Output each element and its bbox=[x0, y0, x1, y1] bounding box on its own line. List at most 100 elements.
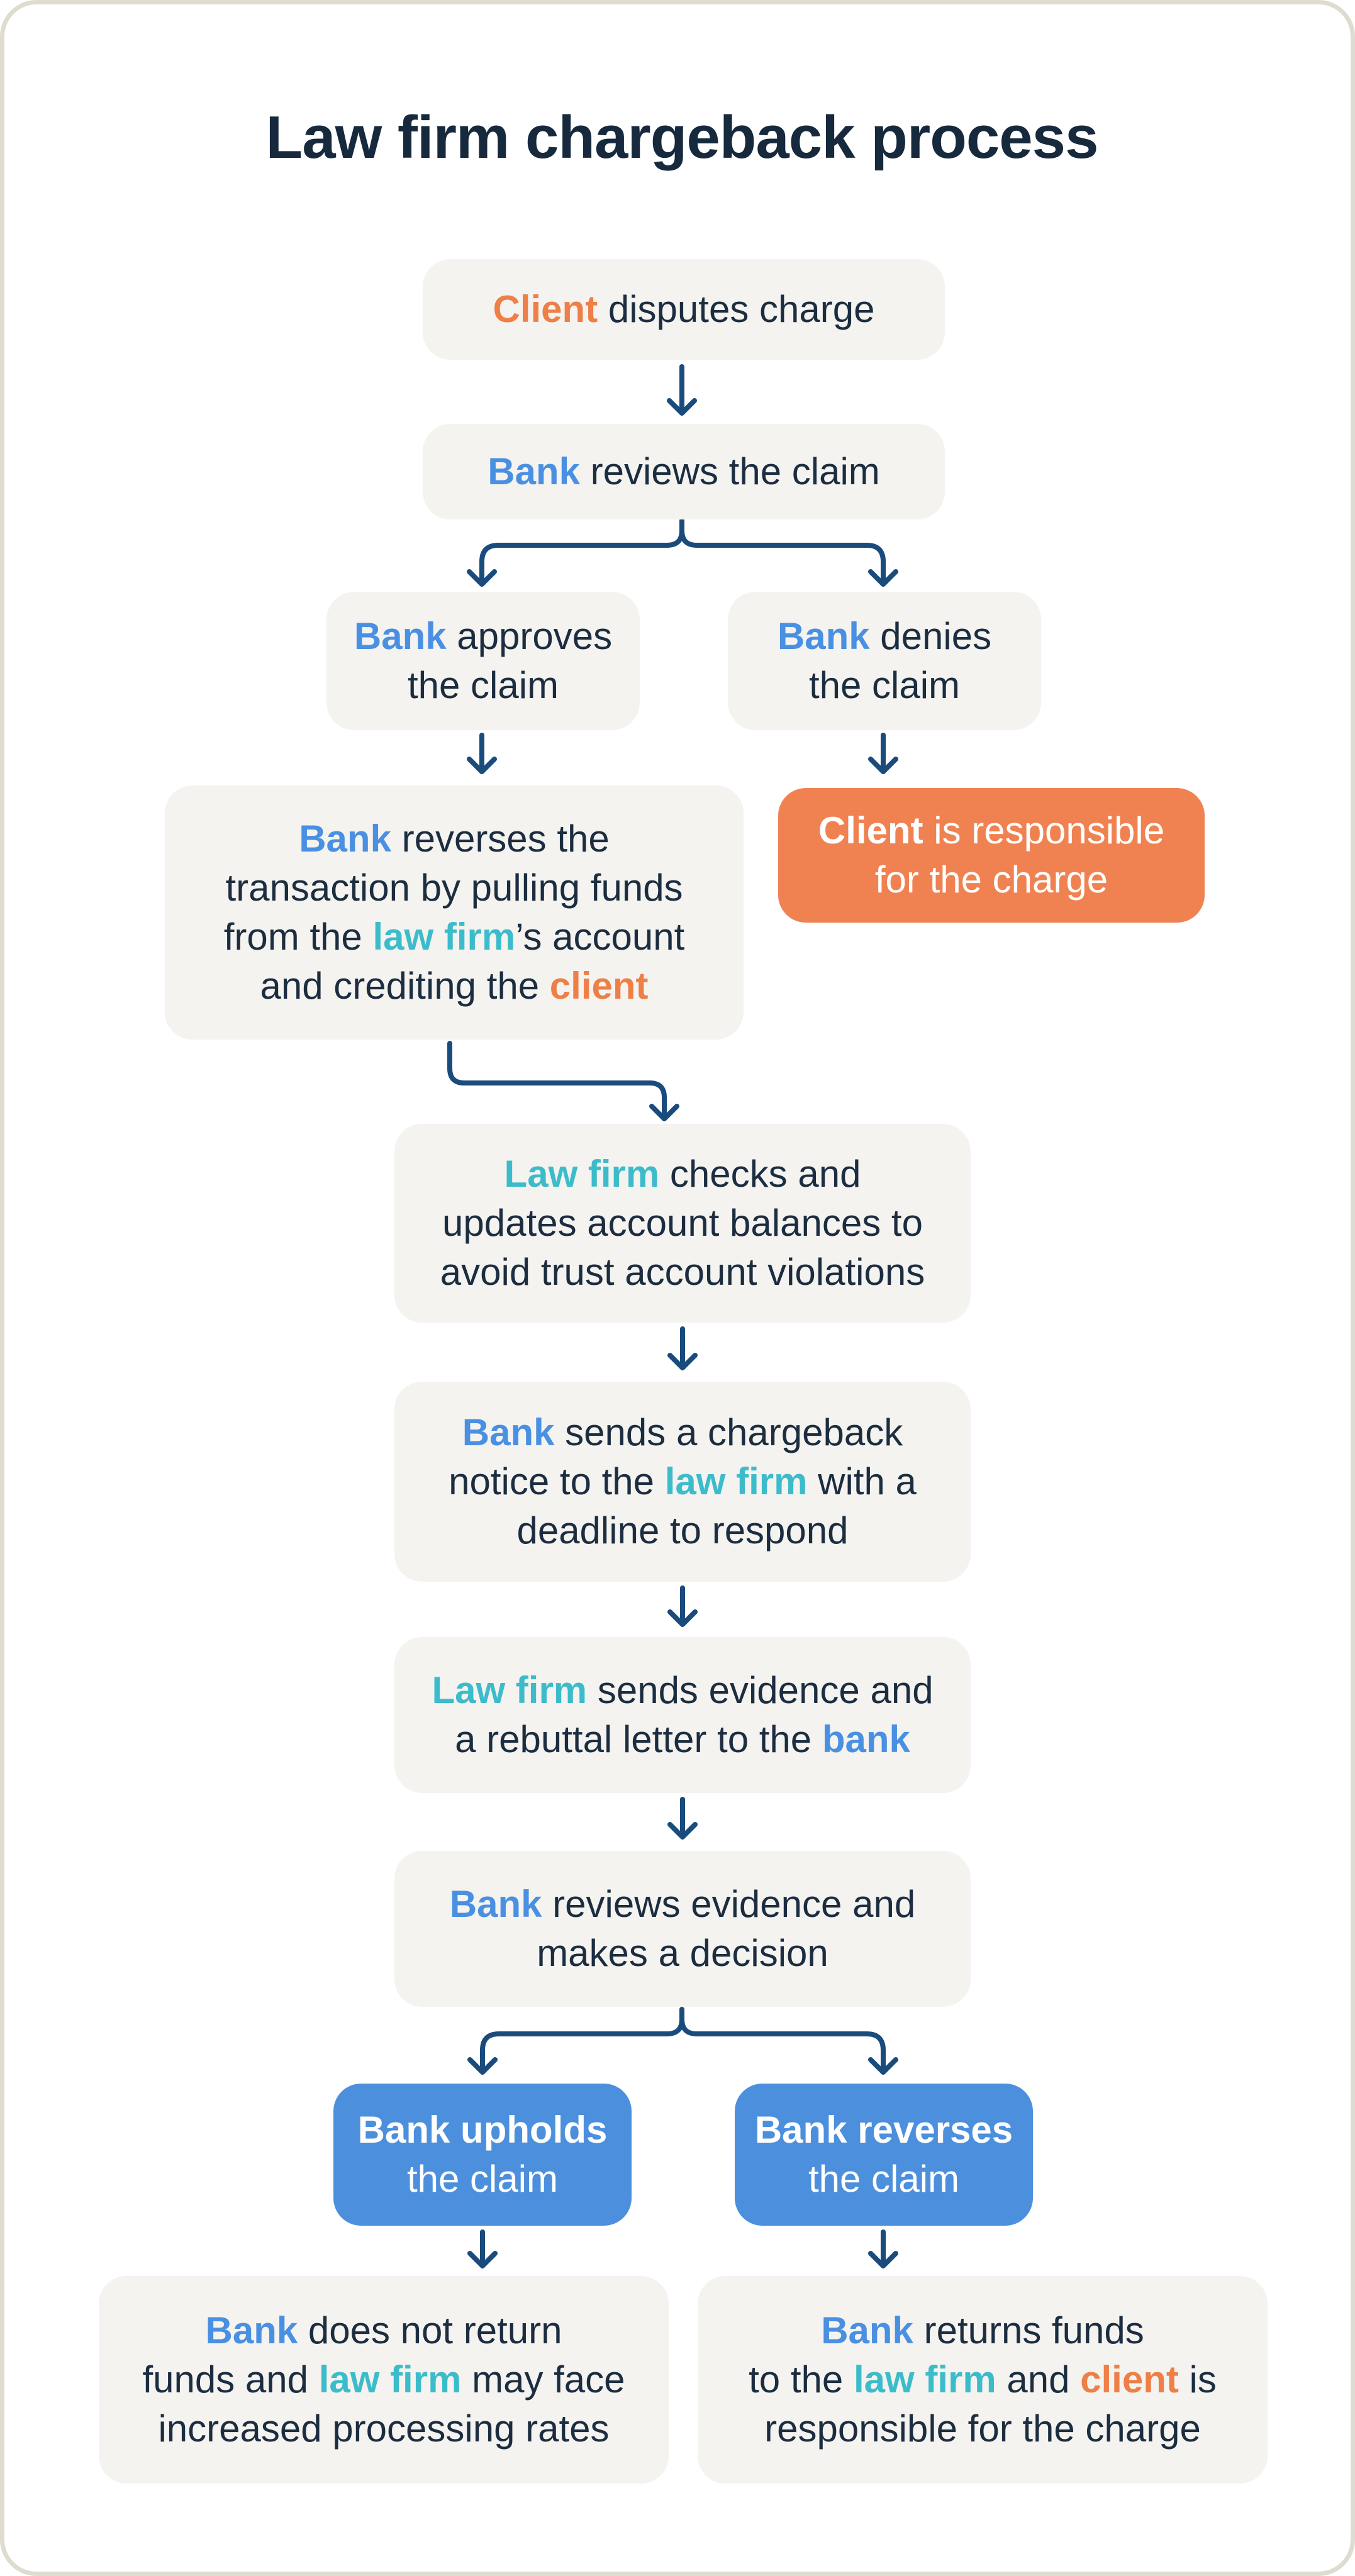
text-segment: law firm bbox=[318, 2358, 462, 2401]
text-segment: law firm bbox=[664, 1460, 808, 1502]
text-segment: funds and bbox=[142, 2358, 319, 2401]
arrow-down-upholds bbox=[467, 2229, 498, 2268]
flow-box-client-disputes: Client disputes charge bbox=[423, 259, 945, 360]
text-segment: denies bbox=[869, 615, 992, 657]
text-segment: notice to the bbox=[449, 1460, 665, 1502]
text-segment: is bbox=[1178, 2358, 1217, 2401]
fork-connector-top bbox=[467, 518, 898, 587]
text-segment: from the bbox=[223, 916, 373, 958]
text-line: the claim bbox=[407, 2155, 558, 2204]
arrow-down-4 bbox=[667, 1797, 698, 1840]
arrow-down-3 bbox=[667, 1585, 698, 1627]
text-line: for the charge bbox=[875, 855, 1108, 904]
text-segment: and bbox=[996, 2358, 1081, 2401]
text-segment: client bbox=[1080, 2358, 1179, 2401]
text-segment: responsible for the charge bbox=[764, 2407, 1201, 2450]
text-line: Law firm checks and bbox=[505, 1150, 861, 1199]
text-line: responsible for the charge bbox=[764, 2404, 1201, 2453]
text-line: increased processing rates bbox=[158, 2404, 609, 2453]
text-segment: sends a chargeback bbox=[554, 1411, 903, 1453]
text-segment: Law firm bbox=[432, 1669, 588, 1711]
text-segment: avoid trust account violations bbox=[440, 1251, 925, 1293]
text-segment: returns funds bbox=[913, 2309, 1144, 2351]
text-segment: may face bbox=[461, 2358, 625, 2401]
text-segment: the claim bbox=[808, 2158, 960, 2200]
text-segment: Client bbox=[493, 288, 598, 330]
text-line: the claim bbox=[808, 2155, 959, 2204]
text-line: Bank upholds bbox=[358, 2106, 608, 2155]
arrow-down-reverses bbox=[868, 2229, 898, 2268]
text-segment: Bank bbox=[777, 615, 870, 657]
text-segment: Bank bbox=[299, 818, 391, 860]
text-segment: Bank reverses bbox=[754, 2109, 1013, 2151]
text-segment: updates account balances to bbox=[442, 1202, 923, 1244]
text-segment: reviews the claim bbox=[579, 450, 880, 492]
text-line: Bank denies bbox=[778, 612, 991, 661]
text-segment: deadline to respond bbox=[516, 1509, 849, 1552]
text-line: notice to the law firm with a bbox=[449, 1457, 917, 1506]
text-line: makes a decision bbox=[537, 1929, 828, 1978]
text-segment: the claim bbox=[406, 2158, 559, 2200]
text-segment: sends evidence and bbox=[587, 1669, 934, 1711]
fork-connector-bottom bbox=[467, 2007, 898, 2075]
text-line: Bank reviews evidence and bbox=[450, 1880, 915, 1929]
arrow-down-deny bbox=[868, 733, 898, 774]
text-segment: law firm bbox=[853, 2358, 996, 2401]
text-line: Bank approves bbox=[354, 612, 612, 661]
text-segment: reviews evidence and bbox=[542, 1883, 916, 1925]
text-segment: makes a decision bbox=[537, 1932, 828, 1974]
text-segment: increased processing rates bbox=[158, 2407, 610, 2450]
text-segment: and crediting the bbox=[260, 965, 550, 1007]
text-segment: law firm bbox=[372, 916, 516, 958]
text-line: funds and law firm may face bbox=[142, 2355, 625, 2404]
text-segment: Bank bbox=[354, 615, 447, 657]
text-segment: the claim bbox=[808, 664, 961, 706]
text-line: Bank does not return bbox=[206, 2306, 562, 2355]
text-segment: Client bbox=[818, 809, 923, 852]
text-line: and crediting the client bbox=[260, 962, 648, 1011]
text-segment: reverses the bbox=[391, 818, 610, 860]
text-segment: a rebuttal letter to the bbox=[455, 1718, 822, 1760]
text-line: a rebuttal letter to the bank bbox=[455, 1715, 910, 1764]
text-segment: Bank bbox=[205, 2309, 298, 2351]
text-line: Bank reverses bbox=[755, 2106, 1013, 2155]
arrow-down-approve bbox=[467, 733, 497, 774]
text-line: to the law firm and client is bbox=[749, 2355, 1217, 2404]
text-segment: ’s account bbox=[515, 916, 685, 958]
arrow-down-2 bbox=[667, 1326, 698, 1370]
text-segment: transaction by pulling funds bbox=[225, 867, 683, 909]
text-line: Client disputes charge bbox=[493, 285, 875, 334]
text-line: Bank reviews the claim bbox=[488, 447, 880, 496]
text-line: Client is responsible bbox=[818, 806, 1164, 855]
page-title: Law firm chargeback process bbox=[265, 104, 1099, 171]
text-segment: Bank bbox=[488, 450, 580, 492]
text-segment: Bank bbox=[462, 1411, 555, 1453]
text-segment: with a bbox=[807, 1460, 917, 1502]
text-line: updates account balances to bbox=[442, 1199, 923, 1248]
text-segment: to the bbox=[749, 2358, 854, 2401]
text-segment: Bank bbox=[821, 2309, 913, 2351]
text-line: the claim bbox=[408, 661, 559, 710]
text-line: Law firm sends evidence and bbox=[432, 1666, 933, 1715]
text-segment: bank bbox=[822, 1718, 910, 1760]
text-segment: Law firm bbox=[504, 1153, 660, 1195]
flow-box-bank-reviews: Bank reviews the claim bbox=[423, 424, 945, 519]
flow-connectors bbox=[447, 364, 898, 2268]
text-segment: disputes charge bbox=[598, 288, 875, 330]
text-segment: is responsible bbox=[923, 809, 1165, 852]
text-line: from the law firm’s account bbox=[224, 913, 685, 962]
text-segment: approves bbox=[446, 615, 613, 657]
text-line: transaction by pulling funds bbox=[225, 863, 683, 913]
arrow-down-1 bbox=[667, 364, 697, 416]
text-line: avoid trust account violations bbox=[440, 1248, 925, 1297]
